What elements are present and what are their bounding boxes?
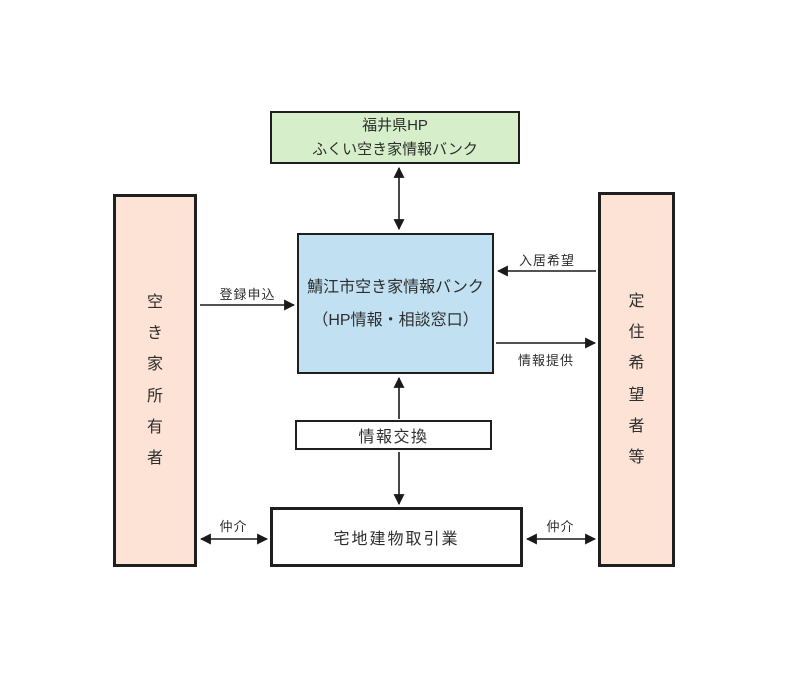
prefecture-hp-box: 福井県HP ふくい空き家情報バンク (270, 111, 520, 164)
real-estate-box: 宅地建物取引業 (270, 507, 523, 567)
city-bank-line2: （HP情報・相談窓口） (312, 311, 479, 329)
move-in-arrow-label: 入居希望 (518, 253, 575, 268)
info-provision-arrow-label: 情報提供 (517, 353, 574, 368)
mediation-left-arrow-label: 仲介 (219, 519, 248, 534)
prefecture-hp-line2: ふくい空き家情報バンク (312, 140, 478, 158)
prefecture-hp-line1: 福井県HP (362, 116, 428, 134)
owner-label: 空き家所有者 (147, 293, 164, 467)
settler-box: 定住希望者等 (598, 192, 675, 567)
real-estate-label: 宅地建物取引業 (333, 531, 460, 548)
settler-label: 定住希望者等 (628, 292, 645, 466)
city-bank-box: 鯖江市空き家情報バンク （HP情報・相談窓口） (297, 233, 494, 374)
info-exchange-box: 情報交換 (295, 420, 492, 450)
owner-box: 空き家所有者 (113, 194, 197, 567)
city-bank-line1: 鯖江市空き家情報バンク (307, 278, 484, 296)
info-exchange-label: 情報交換 (358, 429, 429, 446)
mediation-right-arrow-label: 仲介 (546, 519, 575, 534)
registration-arrow-label: 登録申込 (219, 287, 276, 302)
